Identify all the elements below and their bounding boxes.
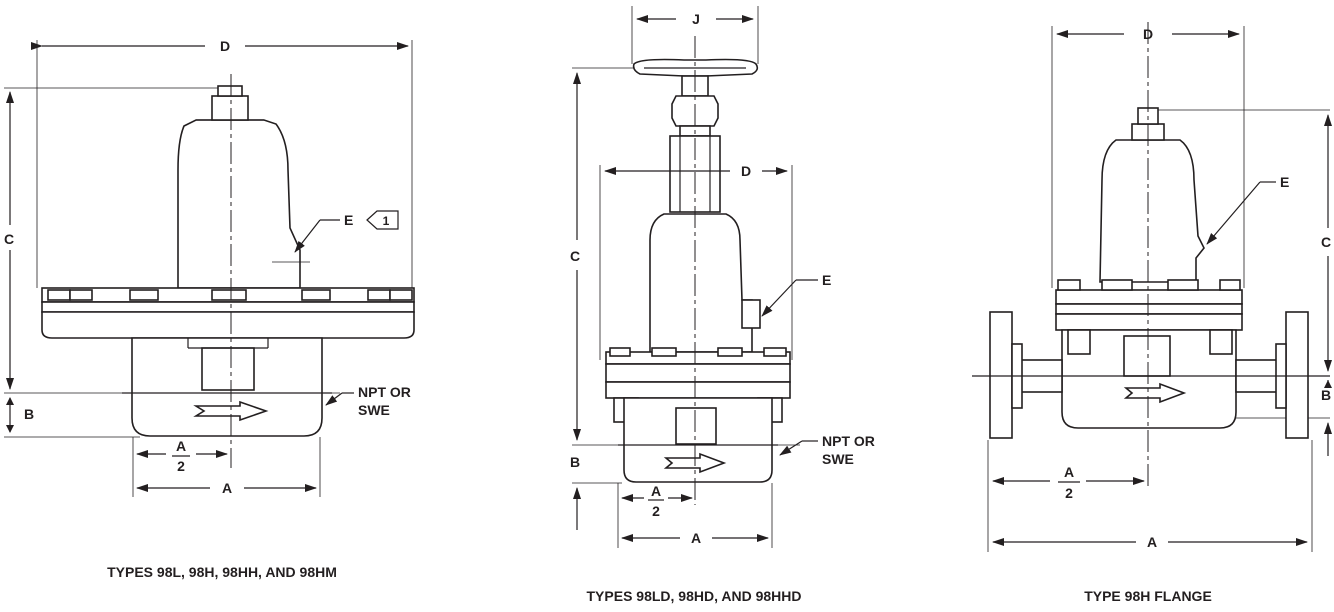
dim-c-middle: C — [570, 248, 580, 264]
caption-middle: TYPES 98LD, 98HD, AND 98HHD — [587, 588, 802, 604]
npt-label-left-1: NPT OR — [358, 384, 411, 400]
dim-b-left: B — [24, 406, 34, 422]
dim-e-left: E — [344, 212, 353, 228]
view-98l-98h-98hh-98hm — [4, 40, 415, 497]
dim-e-middle: E — [822, 272, 831, 288]
dim-a-right: A — [1147, 534, 1157, 550]
dim-b-middle: B — [570, 454, 580, 470]
dim-a-half-den-right: 2 — [1065, 485, 1073, 501]
dim-c-right: C — [1321, 234, 1331, 250]
npt-label-middle-1: NPT OR — [822, 433, 875, 449]
dim-a-half-den-middle: 2 — [652, 503, 660, 519]
dim-d-middle: D — [741, 163, 751, 179]
dim-c-left: C — [4, 231, 14, 247]
dim-d-right: D — [1143, 26, 1153, 42]
dim-a-half-den-left: 2 — [177, 458, 185, 474]
dim-a-left: A — [222, 480, 232, 496]
dim-a-half-num-right: A — [1064, 464, 1074, 480]
view-98h-flange — [972, 22, 1332, 552]
dim-b-right: B — [1321, 387, 1331, 403]
caption-right: TYPE 98H FLANGE — [1084, 588, 1212, 604]
note-flag-1: 1 — [383, 214, 390, 228]
dim-e-right: E — [1280, 174, 1289, 190]
npt-label-middle-2: SWE — [822, 451, 854, 467]
dim-a-half-num-left: A — [176, 438, 186, 454]
dim-a-middle: A — [691, 530, 701, 546]
dim-a-half-num-middle: A — [651, 483, 661, 499]
caption-left: TYPES 98L, 98H, 98HH, AND 98HM — [107, 564, 337, 580]
view-98ld-98hd-98hhd — [572, 6, 818, 548]
dim-j: J — [692, 11, 700, 27]
npt-label-left-2: SWE — [358, 402, 390, 418]
dim-d-left: D — [220, 38, 230, 54]
